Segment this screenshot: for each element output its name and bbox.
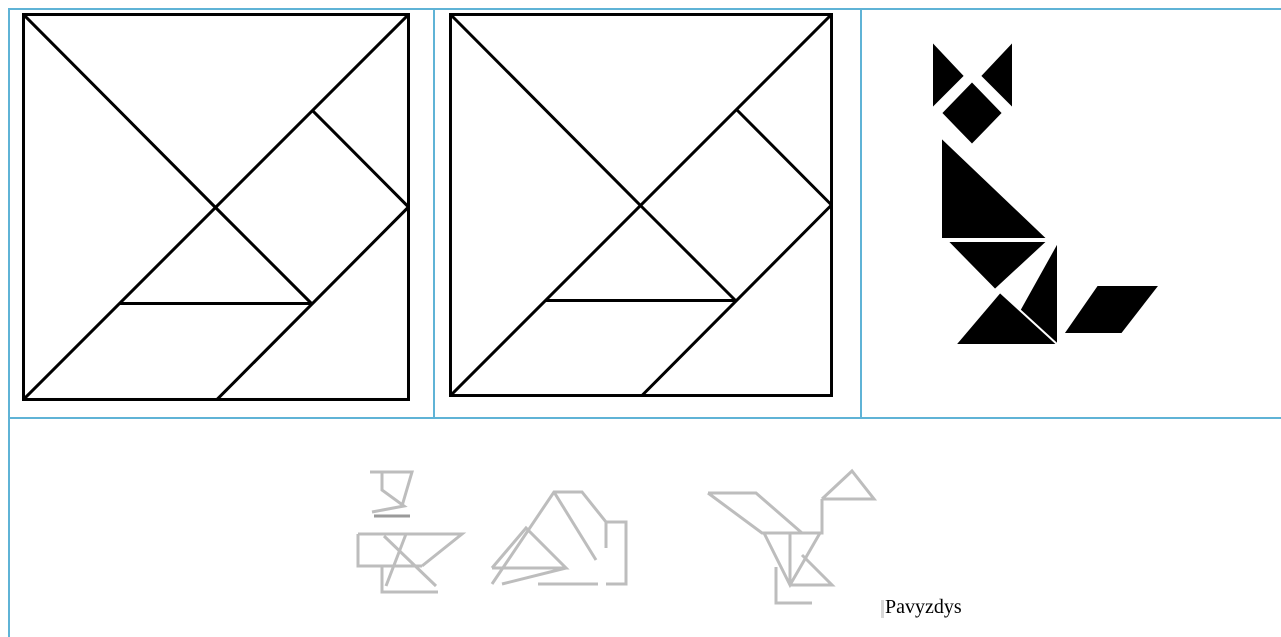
- table-row-divider: [8, 417, 1281, 419]
- tangram-square-2: [449, 13, 833, 397]
- table-border-left: [8, 8, 10, 637]
- tangram-square-1: [22, 13, 410, 401]
- caption-label: Pavyzdys: [885, 596, 962, 619]
- caption-mark: [881, 600, 884, 618]
- tangram-swan-outline-icon: [352, 468, 468, 596]
- table-border-top: [8, 8, 1281, 10]
- tangram-figure-outline-icon: [486, 488, 631, 590]
- tangram-bird-outline-icon: [702, 467, 882, 610]
- table-divider-1: [433, 8, 435, 418]
- tangram-cat-silhouette: [925, 36, 1165, 351]
- table-divider-2: [860, 8, 862, 418]
